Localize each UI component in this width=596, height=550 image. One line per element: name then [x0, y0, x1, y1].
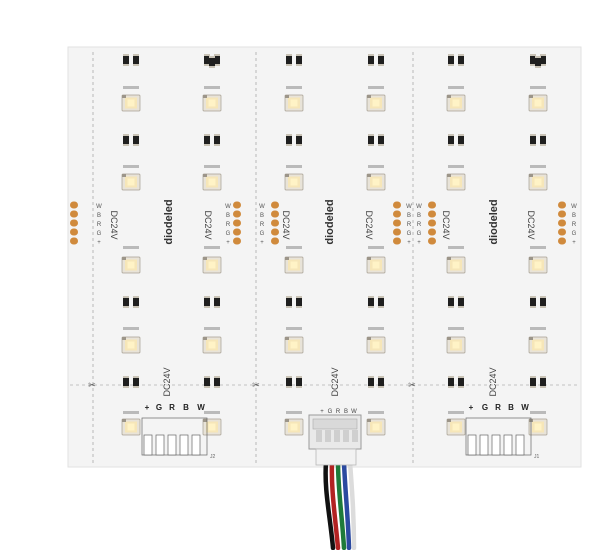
svg-text:DC24V: DC24V: [526, 210, 536, 239]
svg-text:+: +: [145, 403, 150, 412]
svg-text:DC24V: DC24V: [364, 210, 374, 239]
svg-text:G: G: [328, 409, 333, 415]
svg-text:R: R: [97, 222, 102, 228]
svg-text:B: B: [226, 213, 230, 219]
svg-text:DC24V: DC24V: [441, 210, 451, 239]
voltage-labels: DC24V DC24V DC24V DC24V DC24V DC24V DC24…: [109, 210, 536, 396]
svg-text:W: W: [416, 204, 422, 210]
pin-labels-left: + G R B W: [145, 403, 206, 412]
svg-text:W: W: [225, 204, 231, 210]
svg-text:B: B: [508, 403, 514, 412]
svg-text:B: B: [344, 409, 348, 415]
brand-logos: diodeled diodeled diodeled: [163, 199, 500, 244]
center-connector: [308, 414, 362, 466]
svg-text:W: W: [96, 204, 102, 210]
pad-letters: W B R G + W B R G + W B R G + W B R G + …: [96, 204, 577, 246]
svg-text:+: +: [260, 240, 264, 246]
svg-text:B: B: [417, 213, 421, 219]
connector-refs: J2 J1: [210, 454, 540, 460]
svg-text:B: B: [572, 213, 576, 219]
svg-text:G: G: [156, 403, 162, 412]
svg-text:diodeled: diodeled: [488, 199, 500, 244]
svg-text:DC24V: DC24V: [203, 210, 213, 239]
svg-text:B: B: [407, 213, 411, 219]
svg-text:R: R: [495, 403, 501, 412]
svg-text:W: W: [351, 409, 357, 415]
svg-text:R: R: [226, 222, 231, 228]
svg-text:DC24V: DC24V: [162, 367, 172, 396]
pin-labels-right: + G R B W: [469, 403, 530, 412]
pin-labels-center: + G R B W: [320, 409, 357, 415]
svg-text:W: W: [406, 204, 412, 210]
svg-text:B: B: [260, 213, 264, 219]
svg-text:diodeled: diodeled: [324, 199, 336, 244]
svg-text:G: G: [226, 231, 231, 237]
svg-text:+: +: [572, 240, 576, 246]
svg-text:R: R: [169, 403, 175, 412]
cable-wires: [323, 459, 357, 550]
svg-text:G: G: [417, 231, 422, 237]
svg-text:R: R: [572, 222, 577, 228]
svg-text:G: G: [572, 231, 577, 237]
svg-text:J2: J2: [210, 454, 216, 460]
svg-text:DC24V: DC24V: [488, 367, 498, 396]
svg-text:R: R: [417, 222, 422, 228]
svg-text:J1: J1: [534, 454, 540, 460]
svg-text:+: +: [226, 240, 230, 246]
svg-text:R: R: [336, 409, 341, 415]
svg-text:G: G: [407, 231, 412, 237]
svg-text:W: W: [197, 403, 205, 412]
svg-text:W: W: [259, 204, 265, 210]
svg-text:DC24V: DC24V: [109, 210, 119, 239]
svg-text:DC24V: DC24V: [281, 210, 291, 239]
svg-text:B: B: [183, 403, 189, 412]
svg-text:+: +: [417, 240, 421, 246]
svg-text:R: R: [407, 222, 412, 228]
pcb-board: [68, 47, 581, 467]
bottom-solder-pads: [141, 417, 532, 456]
svg-text:diodeled: diodeled: [163, 199, 175, 244]
cut-lines: [92, 52, 414, 465]
svg-text:+: +: [469, 403, 474, 412]
svg-text:+: +: [407, 240, 411, 246]
svg-text:+: +: [320, 409, 324, 415]
svg-text:G: G: [260, 231, 265, 237]
svg-text:B: B: [97, 213, 101, 219]
svg-text:W: W: [571, 204, 577, 210]
svg-text:W: W: [521, 403, 529, 412]
svg-text:+: +: [97, 240, 101, 246]
svg-text:G: G: [482, 403, 488, 412]
svg-text:G: G: [97, 231, 102, 237]
svg-text:DC24V: DC24V: [330, 367, 340, 396]
svg-text:R: R: [260, 222, 265, 228]
